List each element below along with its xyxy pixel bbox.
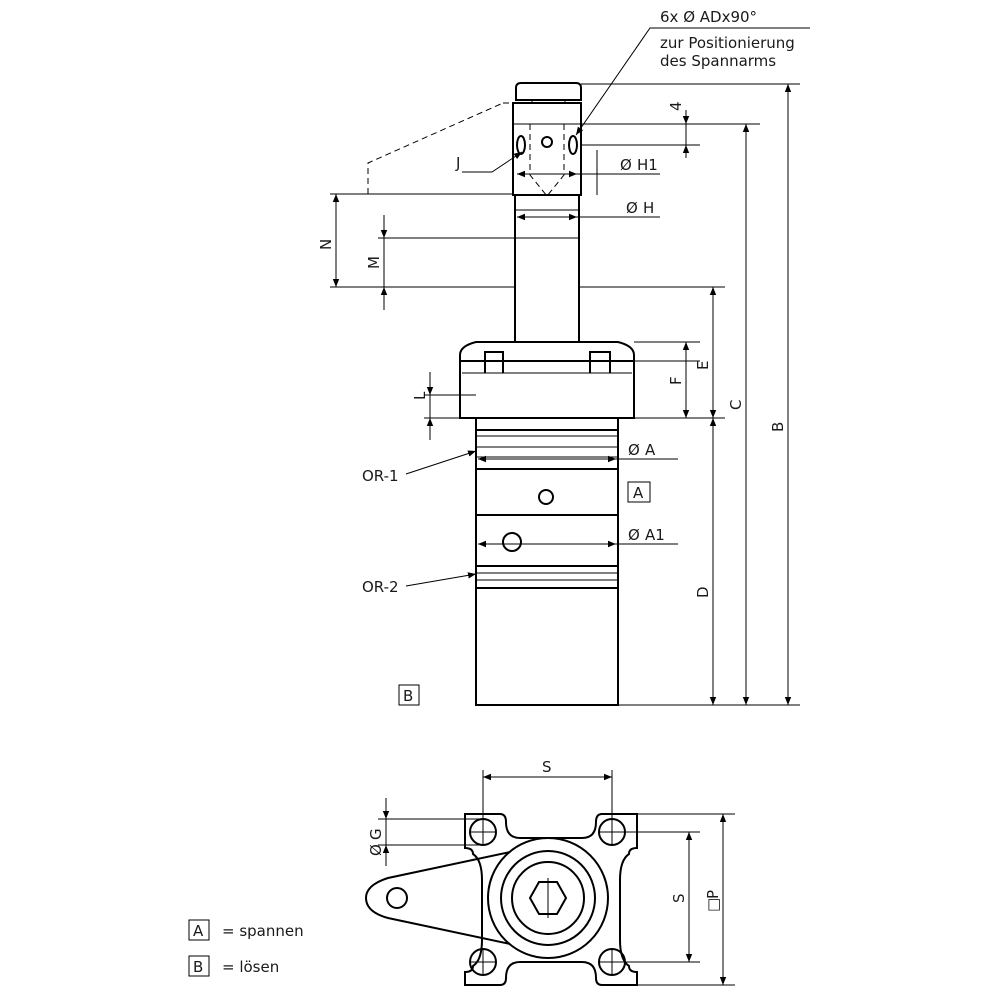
legend-key-box: [188, 919, 210, 941]
port-a-label: A: [633, 484, 644, 502]
mounting-flange: [464, 813, 638, 986]
note-line-1: 6x Ø ADx90°: [660, 8, 757, 26]
bolt-hole: [598, 818, 626, 846]
dim-label-s-side: S: [670, 893, 688, 903]
dim-label-g: G: [367, 828, 385, 840]
dim-label-p: P: [704, 890, 722, 899]
diameter-symbol: Ø: [626, 199, 638, 217]
dim-label-e: E: [694, 361, 712, 370]
bolt-hole: [469, 948, 497, 976]
dim-label-a1: A1: [645, 526, 665, 544]
legend-key: A: [193, 922, 204, 940]
dim-label-d: D: [694, 586, 712, 598]
piston-head: [512, 102, 582, 196]
callout-or2: OR-2: [362, 578, 399, 596]
positioning-hole: [516, 135, 526, 155]
dim-label-s-top: S: [542, 758, 552, 776]
legend-text: = spannen: [222, 922, 304, 940]
dim-label-a: A: [645, 441, 656, 459]
diameter-symbol: Ø: [620, 156, 632, 174]
top-dimensions: [378, 770, 735, 986]
cylinder-body: [475, 417, 619, 706]
bolt-hole: [469, 818, 497, 846]
diameter-symbol: Ø: [628, 526, 640, 544]
dim-label-h: H: [643, 199, 654, 217]
note-line-3: des Spannarms: [660, 52, 776, 70]
clamp-arm-outline: [367, 102, 504, 194]
hex-nut-ring: [487, 837, 609, 959]
dim-label-f: F: [667, 376, 685, 385]
legend-key: B: [193, 958, 203, 976]
dim-label-l: L: [411, 391, 429, 400]
port-b-box: [398, 684, 420, 706]
dim-label-m: M: [365, 256, 383, 269]
port-b-label: B: [403, 687, 413, 705]
bolt-hole: [598, 948, 626, 976]
labels: 6x Ø ADx90° zur Positionierung des Spann…: [317, 8, 795, 912]
port-a-hole: [538, 489, 554, 505]
piston-cap: [515, 82, 582, 101]
clamp-arm: [364, 851, 511, 945]
diameter-symbol: Ø: [628, 441, 640, 459]
clamp-arm-hole: [386, 887, 408, 909]
port-a-box: [627, 481, 651, 503]
dim-label-b: B: [769, 422, 787, 432]
dim-label-n: N: [317, 239, 335, 250]
square-symbol: □: [704, 898, 722, 912]
legend-key-box: [188, 955, 210, 977]
diameter-symbol: Ø: [367, 844, 385, 856]
dim-label-j: J: [455, 154, 460, 172]
callout-or1: OR-1: [362, 467, 399, 485]
top-view: [364, 813, 638, 986]
dim-label-h1: H1: [637, 156, 658, 174]
hex-socket-icon: [528, 881, 568, 915]
legend-text: = lösen: [222, 958, 279, 976]
legend: A = spannen B = lösen: [188, 919, 304, 977]
side-dimensions: [330, 27, 810, 706]
positioning-hole: [568, 135, 578, 155]
hex-nut: [459, 341, 635, 419]
dim-label-c: C: [727, 400, 745, 410]
positioning-hole: [541, 136, 553, 148]
dim-label-4: 4: [667, 101, 685, 111]
side-view: [367, 82, 635, 706]
port-b-hole: [502, 532, 522, 552]
note-line-2: zur Positionierung: [660, 34, 795, 52]
